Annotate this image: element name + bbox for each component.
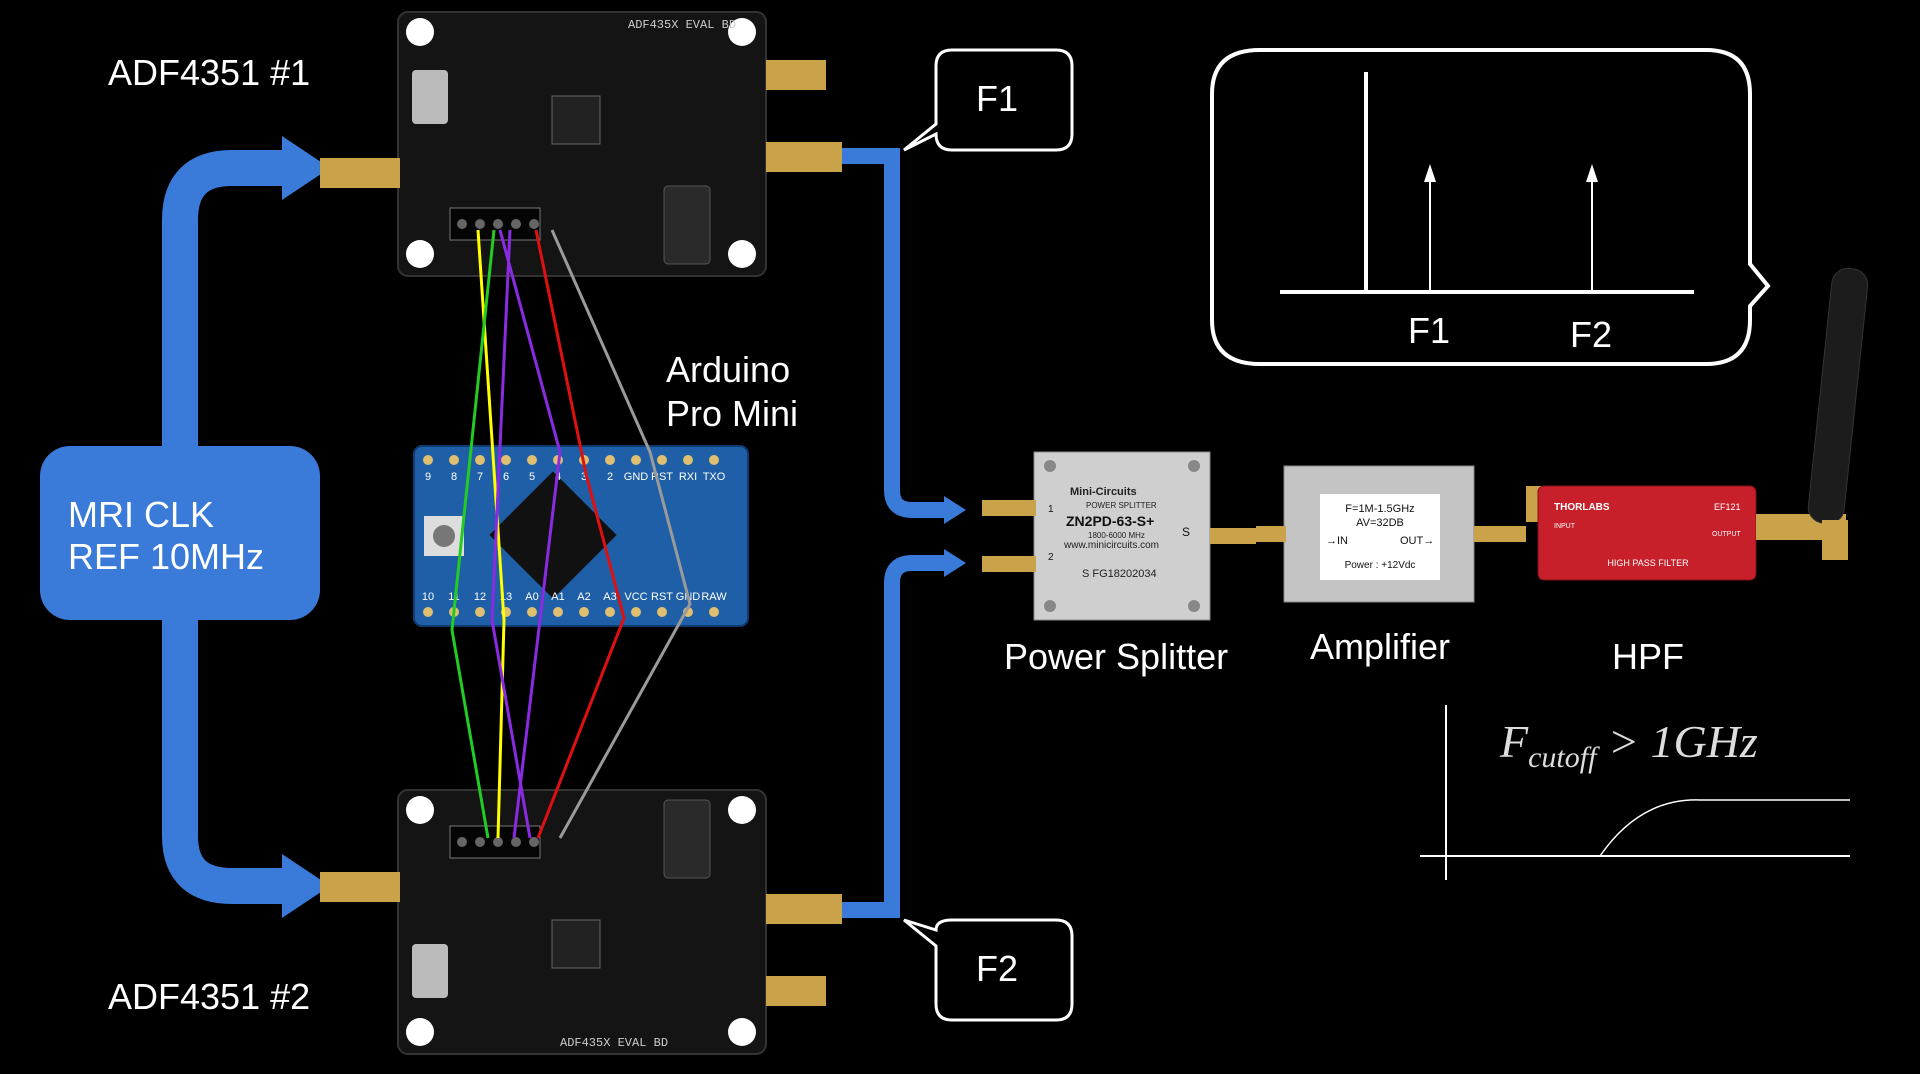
amplifier-device: F=1M-1.5GHz AV=32DB →IN OUT→ Power : +12…	[1256, 465, 1526, 603]
adf4351-board-1: ADF435X EVAL BD	[320, 11, 842, 277]
hpf-response-plot	[1420, 705, 1850, 880]
hpf-output: OUTPUT	[1712, 531, 1742, 538]
f2-callout-label: F2	[976, 948, 1019, 989]
f1-callout	[903, 48, 1074, 152]
power-splitter-device: Mini-Circuits POWER SPLITTER ZN2PD-63-S+…	[982, 451, 1256, 621]
splitter-port-2: 2	[1048, 552, 1054, 563]
spectrum-f1-label: F1	[1408, 310, 1451, 351]
arduino-label-line-1: Arduino	[666, 349, 791, 390]
splitter-brand: Mini-Circuits	[1070, 486, 1137, 498]
hpf-caption: HIGH PASS FILTER	[1607, 558, 1689, 568]
board-2-title: ADF435X EVAL BD	[560, 1036, 668, 1050]
splitter-model: ZN2PD-63-S+	[1066, 513, 1154, 529]
arduino-pin-top-2: 7	[477, 471, 483, 483]
splitter-sub: POWER SPLITTER	[1086, 501, 1157, 510]
hpf-label: HPF	[1612, 636, 1684, 677]
arduino-pin-bottom-6: A2	[577, 591, 590, 603]
arduino-pin-bottom-2: 12	[474, 591, 486, 603]
amp-out: OUT→	[1400, 535, 1434, 547]
formula-sub: cutoff	[1528, 741, 1597, 775]
arduino-pin-bottom-9: RST	[651, 591, 673, 603]
hpf-input: INPUT	[1554, 523, 1576, 530]
spectrum-f2-label: F2	[1570, 314, 1613, 355]
f1-callout-label: F1	[976, 78, 1019, 119]
amp-power: Power : +12Vdc	[1345, 560, 1416, 571]
mri-label-line-2: REF 10MHz	[68, 536, 265, 577]
arduino-label-line-2: Pro Mini	[666, 393, 799, 434]
hpf-brand: THORLABS	[1554, 502, 1610, 513]
arduino-pin-top-0: 9	[425, 471, 431, 483]
arduino-pin-top-7: 2	[607, 471, 613, 483]
hpf-device: THORLABS EF121 INPUT OUTPUT HIGH PASS FI…	[1526, 485, 1846, 581]
mri-clock-box: MRI CLK REF 10MHz	[40, 446, 320, 620]
arduino-pin-bottom-7: A3	[603, 591, 616, 603]
arduino-pin-top-10: RXI	[679, 471, 697, 483]
cutoff-formula: Fcutoff > 1GHz	[1500, 715, 1758, 775]
amp-line-1: F=1M-1.5GHz	[1345, 503, 1414, 515]
ref-clock-arrows	[162, 136, 330, 918]
adf4351-1-label: ADF4351 #1	[108, 52, 311, 93]
arduino-pin-top-8: GND	[624, 471, 649, 483]
arduino-pin-bottom-8: VCC	[624, 591, 647, 603]
adf4351-2-label: ADF4351 #2	[108, 976, 311, 1017]
antenna	[1807, 267, 1869, 560]
splitter-range: 1800-6000 MHz	[1088, 531, 1145, 540]
adf4351-board-2: ADF435X EVAL BD	[320, 789, 842, 1055]
mri-label-line-1: MRI CLK	[68, 494, 215, 535]
arduino-pin-bottom-11: RAW	[701, 591, 727, 603]
arduino-pin-bottom-0: 10	[422, 591, 434, 603]
splitter-serial: S FG18202034	[1082, 568, 1157, 580]
splitter-port-1: 1	[1048, 504, 1054, 515]
arduino-pin-top-3: 6	[503, 471, 509, 483]
amplifier-label: Amplifier	[1310, 626, 1451, 667]
formula-main: F	[1500, 716, 1529, 767]
arduino-label: Arduino Pro Mini	[666, 348, 798, 436]
arduino-pin-top-11: TXO	[703, 471, 726, 483]
amp-line-2: AV=32DB	[1356, 517, 1404, 529]
arduino-pin-top-4: 5	[529, 471, 535, 483]
hpf-model: EF121	[1714, 502, 1741, 512]
splitter-web: www.minicircuits.com	[1063, 540, 1159, 551]
arduino-pin-top-1: 8	[451, 471, 457, 483]
formula-rest: > 1GHz	[1596, 716, 1758, 767]
board-1-title: ADF435X EVAL BD	[628, 18, 736, 32]
rf-output-lines	[842, 148, 966, 918]
f2-callout	[903, 918, 1074, 1022]
splitter-port-s: S	[1182, 525, 1190, 539]
arduino-pin-bottom-5: A1	[551, 591, 564, 603]
jumper-wires	[450, 229, 692, 839]
arduino-pin-bottom-4: A0	[525, 591, 538, 603]
amp-in: →IN	[1326, 535, 1348, 547]
arduino-pin-top-6: 3	[581, 471, 587, 483]
power-splitter-label: Power Splitter	[1004, 636, 1229, 677]
spectrum-callout	[1210, 48, 1771, 366]
